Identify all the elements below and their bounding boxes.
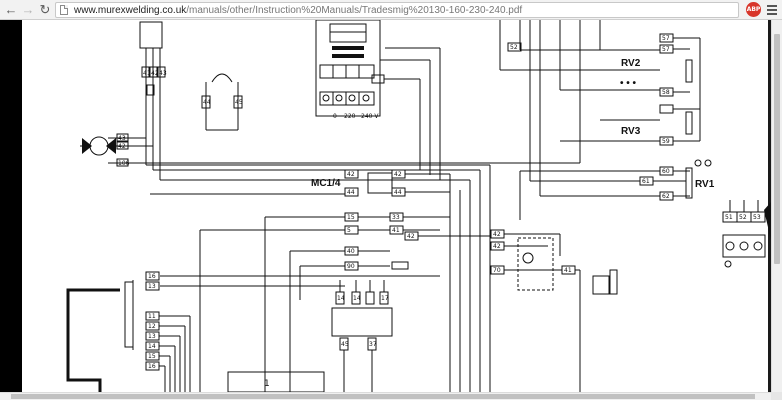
output-terminal-block [722, 234, 766, 258]
fan-motor-symbol [89, 136, 109, 156]
terminal-number: 37 [369, 341, 377, 348]
terminal-number: 42 [347, 171, 355, 178]
terminal-number: 53 [753, 214, 761, 221]
address-bar[interactable]: www.murexwelding.co.uk/manuals/other/Ins… [55, 2, 739, 18]
terminal-number: 42 [407, 233, 415, 240]
terminal-number: 90 [347, 263, 355, 270]
forward-arrow-icon[interactable]: → [21, 2, 35, 17]
terminal-number: 44 [347, 189, 355, 196]
terminal-number: 13 [148, 333, 156, 340]
terminal-number: 42 [493, 243, 501, 250]
page-icon [60, 5, 68, 15]
terminal-number: 51 [725, 214, 733, 221]
tap-220: 220 [344, 113, 356, 120]
label-one: 1 [264, 379, 270, 389]
terminal-number: 61 [642, 178, 650, 185]
terminal-number: 106 [118, 160, 130, 167]
terminal-number: 15 [148, 353, 156, 360]
torch-switch-box [517, 237, 554, 291]
terminal-number: 52 [739, 214, 747, 221]
mains-terminal-block [315, 20, 381, 117]
potentiometer-rv3 [685, 111, 693, 135]
url-text[interactable]: www.murexwelding.co.uk/manuals/other/Ins… [74, 5, 523, 16]
terminal-number: 52 [510, 44, 518, 51]
terminal-number: 42 [394, 171, 402, 178]
terminal-number: 41 [392, 227, 400, 234]
terminal-number: 14 [337, 295, 345, 302]
top-module-box [139, 21, 163, 49]
browser-toolbar: ← → ↻ www.murexwelding.co.uk/manuals/oth… [0, 0, 782, 20]
terminal-number: 14 [353, 295, 361, 302]
terminal-number: 40 [347, 248, 355, 255]
scrollbar-corner [771, 392, 782, 400]
terminal-number: 11 [148, 313, 156, 320]
terminal-number: 59 [662, 138, 670, 145]
terminal-number: 42 [493, 231, 501, 238]
horizontal-scrollbar[interactable] [0, 392, 771, 400]
diode-bridge [331, 307, 393, 337]
potentiometer-rv1 [685, 167, 693, 199]
adblock-extension-icon[interactable]: ABP [746, 2, 761, 17]
back-arrow-icon[interactable]: ← [4, 2, 18, 17]
contactor-mc1-4 [367, 172, 393, 194]
terminal-number: 58 [662, 89, 670, 96]
terminal-number: 14 [148, 343, 156, 350]
terminal-number: 43 [159, 70, 167, 77]
terminal-number: 57 [662, 35, 670, 42]
page-edge-shadow [0, 20, 22, 392]
label-rv1: RV1 [695, 179, 715, 190]
terminal-number: 45 [235, 99, 243, 106]
terminal-number: 15 [347, 214, 355, 221]
terminal-number: 44 [203, 99, 211, 106]
terminal-number: 16 [148, 363, 156, 370]
terminal-number: 44 [394, 189, 402, 196]
terminal-number: 45 [341, 341, 349, 348]
hamburger-menu-icon[interactable] [766, 3, 778, 17]
tap-0: 0 [333, 113, 337, 120]
terminal-number: 12 [148, 323, 156, 330]
vertical-scrollbar[interactable] [771, 20, 782, 392]
terminal-number: 16 [148, 273, 156, 280]
wiring-schematic: RV2 RV3 RV1 MC1/4 • • • 0 220 240 V 1 41… [66, 20, 771, 392]
terminal-number: 60 [662, 168, 670, 175]
vertical-scroll-thumb[interactable] [774, 34, 780, 264]
label-rv2: RV2 [621, 58, 641, 69]
reload-icon[interactable]: ↻ [39, 2, 51, 17]
terminal-number: 5 [347, 227, 351, 234]
terminal-number: 70 [493, 267, 501, 274]
terminal-number: 62 [662, 193, 670, 200]
terminal-number: 13 [148, 283, 156, 290]
terminal-number: 42 [118, 143, 126, 150]
terminal-number: 17 [381, 295, 389, 302]
terminal-number: 43 [118, 135, 126, 142]
label-dots: • • • [620, 78, 637, 89]
horizontal-scroll-thumb[interactable] [11, 394, 755, 399]
terminal-number: 42 [151, 70, 159, 77]
tap-240: 240 V [361, 113, 379, 120]
transformer-core [124, 281, 134, 348]
terminal-number: 41 [564, 267, 572, 274]
label-rv3: RV3 [621, 126, 641, 137]
pdf-viewer[interactable]: RV2 RV3 RV1 MC1/4 • • • 0 220 240 V 1 41… [0, 20, 771, 392]
potentiometer-rv2 [685, 59, 693, 83]
terminal-number: 57 [662, 46, 670, 53]
terminal-number: 33 [392, 214, 400, 221]
terminal-number: 41 [143, 70, 151, 77]
label-mc1-4: MC1/4 [311, 178, 341, 189]
